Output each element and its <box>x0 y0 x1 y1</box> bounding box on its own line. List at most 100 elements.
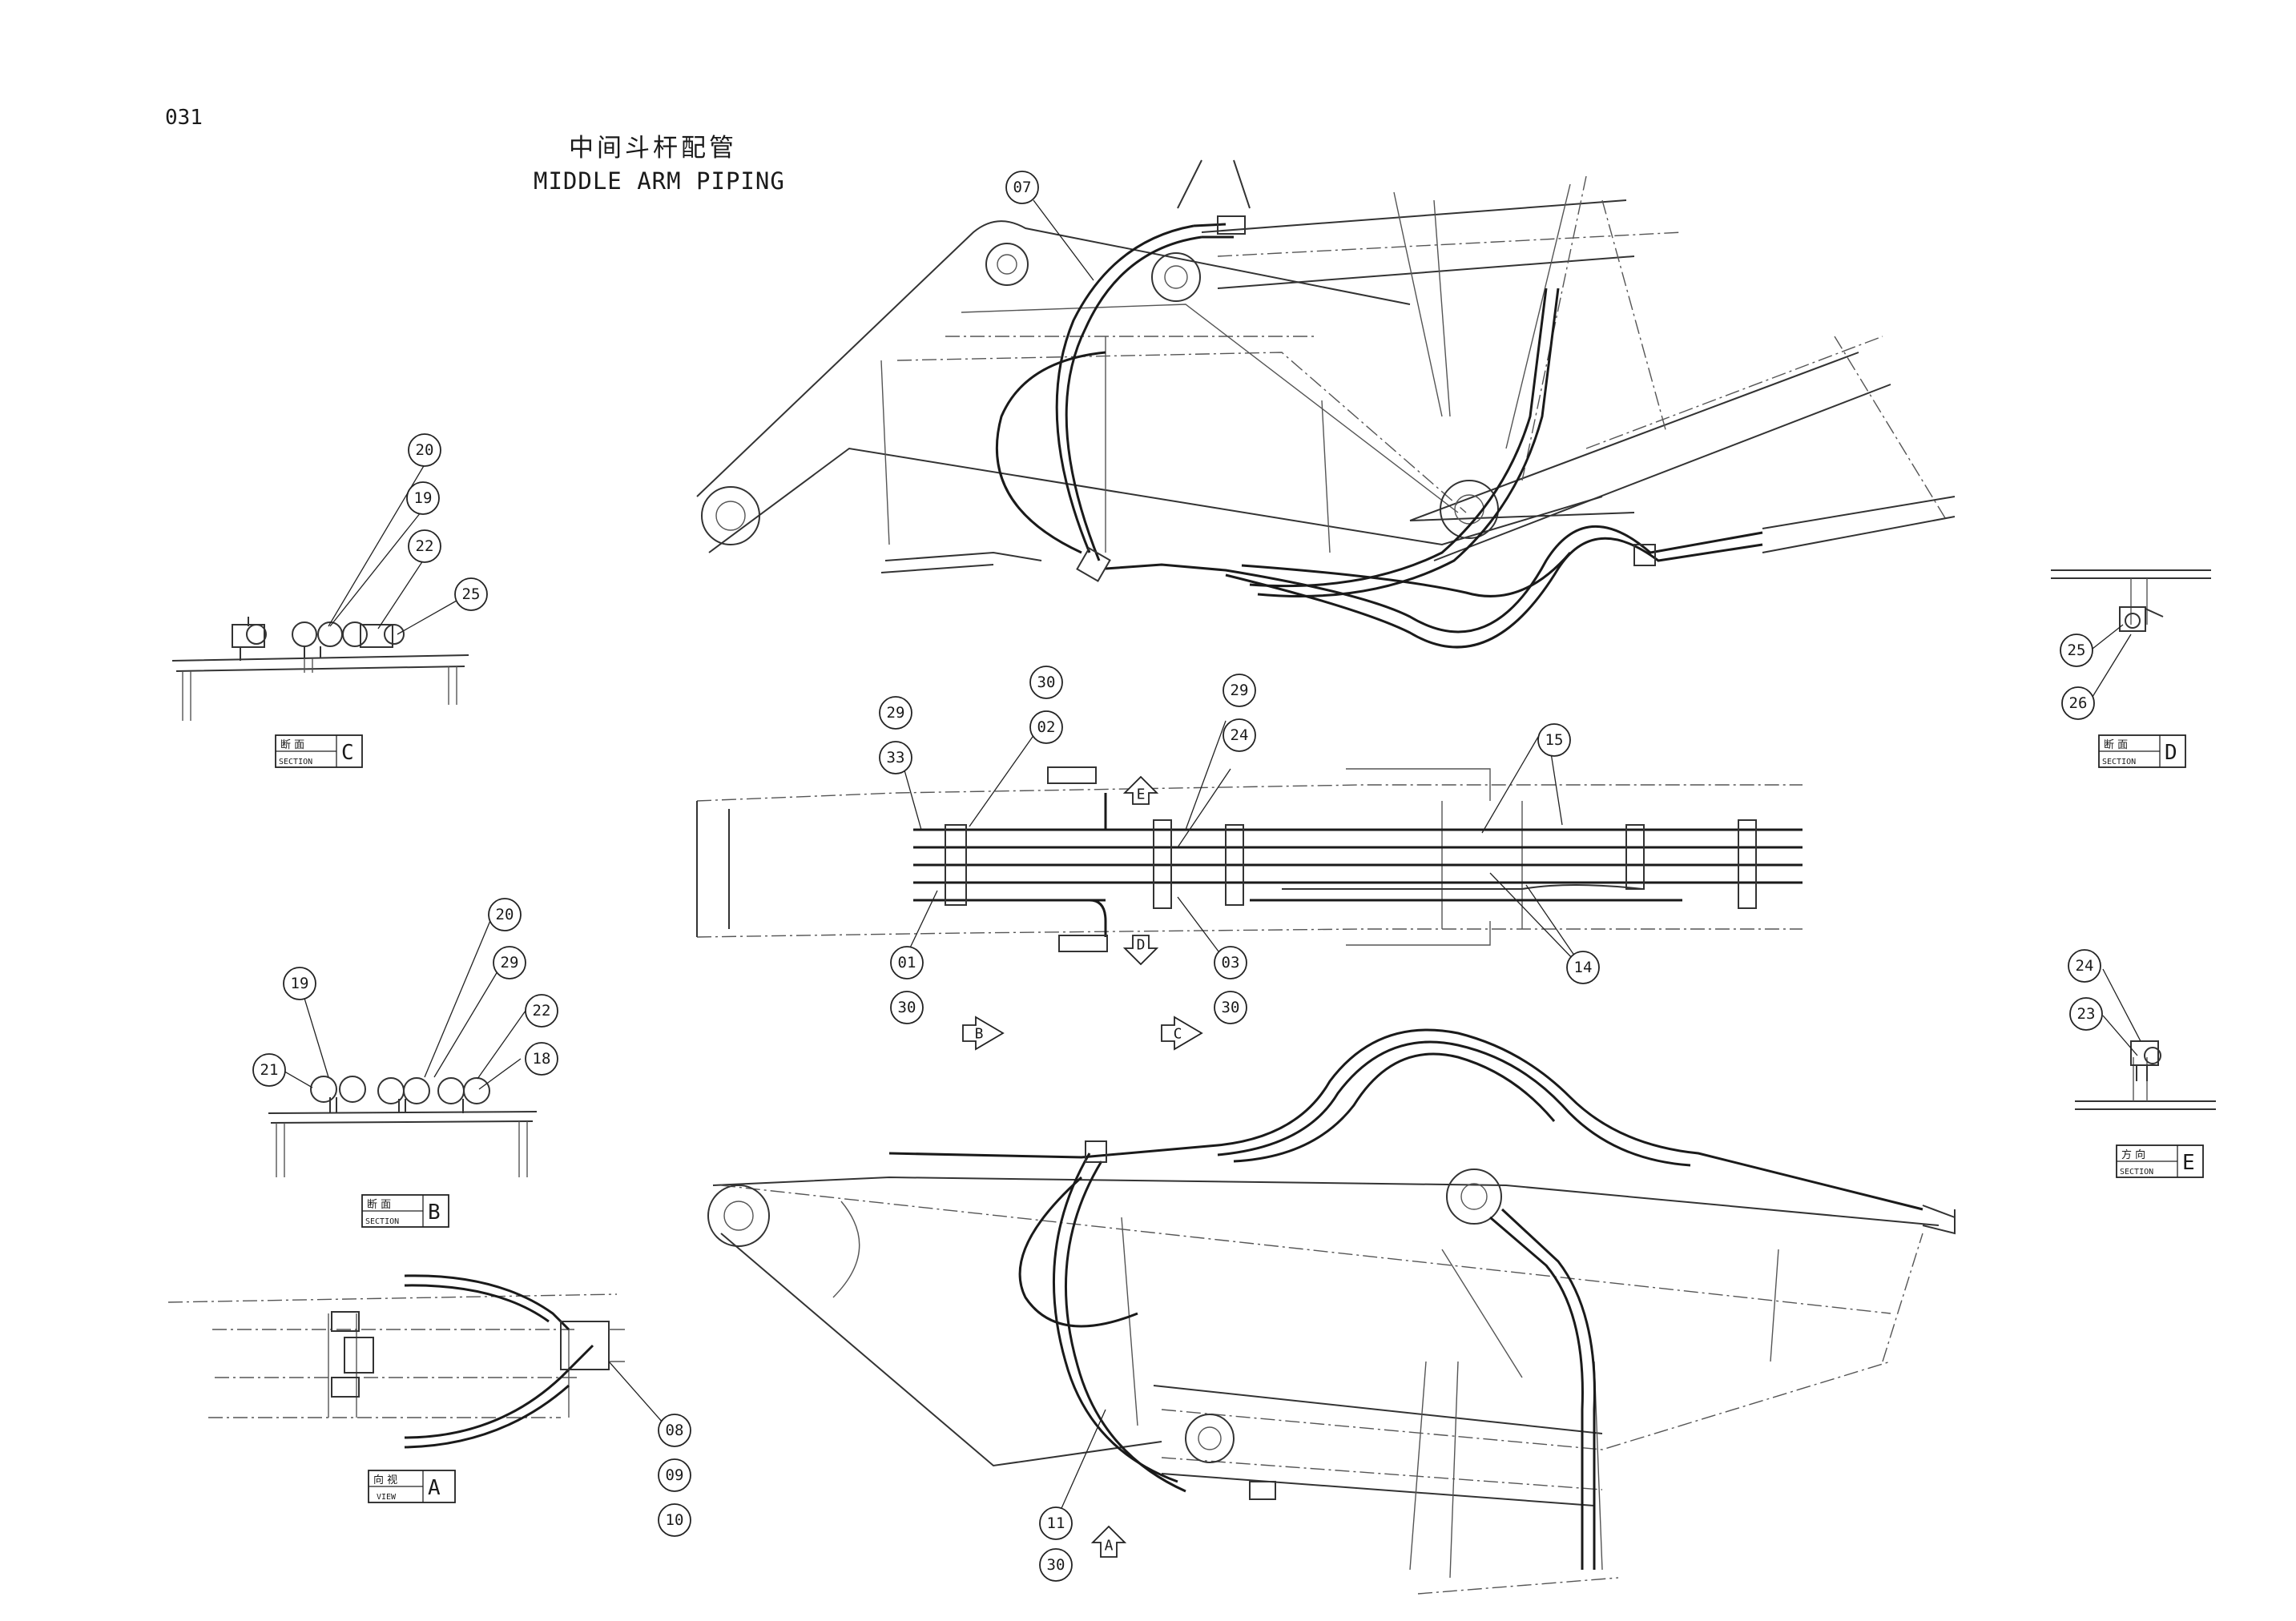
top-arm-view <box>696 159 1956 649</box>
svg-text:20: 20 <box>416 441 434 459</box>
callout-balloon: 03 <box>1214 946 1247 979</box>
leader-lines <box>281 199 2141 1514</box>
middle-plan-view <box>696 766 1803 952</box>
svg-text:29: 29 <box>1231 682 1249 699</box>
callout-balloon: 24 <box>1223 718 1256 752</box>
callout-balloon: 10 <box>658 1503 691 1537</box>
svg-text:24: 24 <box>2076 957 2094 975</box>
svg-text:33: 33 <box>887 749 905 766</box>
svg-text:SECTION: SECTION <box>365 1217 399 1226</box>
svg-text:B: B <box>975 1026 984 1043</box>
svg-text:02: 02 <box>1037 718 1056 736</box>
callout-balloon: 11 <box>1039 1506 1073 1540</box>
callout-balloon: 20 <box>488 898 522 931</box>
svg-text:30: 30 <box>898 999 916 1016</box>
callout-balloon: 29 <box>493 946 526 979</box>
svg-text:22: 22 <box>416 537 434 555</box>
svg-text:19: 19 <box>414 489 433 507</box>
svg-text:25: 25 <box>2068 642 2086 659</box>
svg-text:09: 09 <box>666 1466 684 1484</box>
callout-balloon: 09 <box>658 1458 691 1492</box>
callout-balloon: 24 <box>2068 949 2101 983</box>
callout-balloon: 22 <box>525 994 558 1028</box>
section-box-c: 断 面 SECTION C <box>275 734 363 768</box>
svg-text:03: 03 <box>1222 954 1240 971</box>
svg-text:SECTION: SECTION <box>2102 758 2136 766</box>
title-english: MIDDLE ARM PIPING <box>534 167 785 195</box>
view-arrow-b: B <box>962 1016 1005 1051</box>
view-arrow-d: D <box>1122 935 1159 966</box>
section-e-detail <box>2075 1040 2216 1110</box>
callout-balloon: 07 <box>1005 171 1039 204</box>
callout-balloon: 19 <box>406 481 440 515</box>
svg-text:10: 10 <box>666 1511 684 1529</box>
page-number: 031 <box>165 106 203 130</box>
callout-balloon: 30 <box>1214 991 1247 1024</box>
svg-text:07: 07 <box>1013 179 1032 196</box>
svg-text:E: E <box>2182 1151 2195 1175</box>
svg-text:22: 22 <box>533 1002 551 1020</box>
svg-text:SECTION: SECTION <box>279 758 312 766</box>
callout-balloon: 29 <box>1223 674 1256 707</box>
svg-text:29: 29 <box>501 954 519 971</box>
callout-balloon: 30 <box>1039 1548 1073 1582</box>
svg-text:19: 19 <box>291 975 309 992</box>
svg-text:断 面: 断 面 <box>280 739 304 751</box>
callout-balloon: 23 <box>2069 997 2103 1031</box>
callout-balloon: 26 <box>2061 686 2095 720</box>
svg-text:18: 18 <box>533 1050 551 1068</box>
callout-balloon: 30 <box>1029 666 1063 699</box>
callout-balloon: 33 <box>879 741 912 774</box>
callout-balloon: 19 <box>283 967 316 1000</box>
section-d-detail <box>2051 569 2211 632</box>
svg-text:C: C <box>341 741 354 765</box>
svg-text:断 面: 断 面 <box>2104 739 2128 751</box>
callout-balloon: 30 <box>890 991 924 1024</box>
svg-text:15: 15 <box>1545 731 1564 749</box>
callout-balloon: 29 <box>879 696 912 730</box>
section-c-detail <box>171 617 469 721</box>
svg-text:14: 14 <box>1574 959 1593 976</box>
callout-balloon: 14 <box>1566 951 1600 984</box>
svg-text:26: 26 <box>2069 694 2088 712</box>
callout-balloon: 15 <box>1537 723 1571 757</box>
view-arrow-e: E <box>1122 775 1159 805</box>
svg-text:21: 21 <box>260 1061 279 1079</box>
view-a-detail <box>167 1274 625 1449</box>
svg-text:08: 08 <box>666 1422 684 1439</box>
svg-text:30: 30 <box>1047 1556 1065 1574</box>
section-box-d: 断 面 SECTION D <box>2098 734 2186 768</box>
callout-balloon: 20 <box>408 433 441 467</box>
svg-text:A: A <box>428 1476 441 1500</box>
svg-text:D: D <box>1137 937 1146 954</box>
view-arrow-a: A <box>1090 1525 1127 1558</box>
callout-balloon: 01 <box>890 946 924 979</box>
svg-text:30: 30 <box>1037 674 1056 691</box>
svg-text:SECTION: SECTION <box>2120 1168 2153 1177</box>
svg-text:30: 30 <box>1222 999 1240 1016</box>
callout-balloon: 21 <box>252 1053 286 1087</box>
view-box-a: 向 视 VIEW A <box>368 1470 456 1503</box>
callouts: 07 20 19 22 25 25 26 29 33 30 02 29 24 1… <box>252 171 2103 1582</box>
svg-text:20: 20 <box>496 906 514 923</box>
bottom-arm-view <box>707 1028 1956 1595</box>
svg-text:方 向: 方 向 <box>2121 1148 2145 1161</box>
view-arrow-c: C <box>1161 1016 1203 1051</box>
svg-text:E: E <box>1137 786 1146 803</box>
callout-balloon: 22 <box>408 529 441 563</box>
title-chinese: 中间斗杆配管 <box>569 134 737 163</box>
section-box-b: 断 面 SECTION B <box>361 1194 449 1228</box>
callout-balloon: 25 <box>454 577 488 611</box>
svg-text:断 面: 断 面 <box>367 1199 391 1211</box>
svg-text:A: A <box>1105 1538 1114 1555</box>
svg-text:C: C <box>1174 1026 1182 1043</box>
svg-text:向 视: 向 视 <box>373 1474 397 1486</box>
callout-balloon: 25 <box>2060 634 2093 667</box>
svg-text:23: 23 <box>2077 1005 2096 1023</box>
callout-balloon: 02 <box>1029 710 1063 744</box>
svg-text:B: B <box>428 1201 441 1225</box>
svg-text:29: 29 <box>887 704 905 722</box>
callout-balloon: 08 <box>658 1414 691 1447</box>
